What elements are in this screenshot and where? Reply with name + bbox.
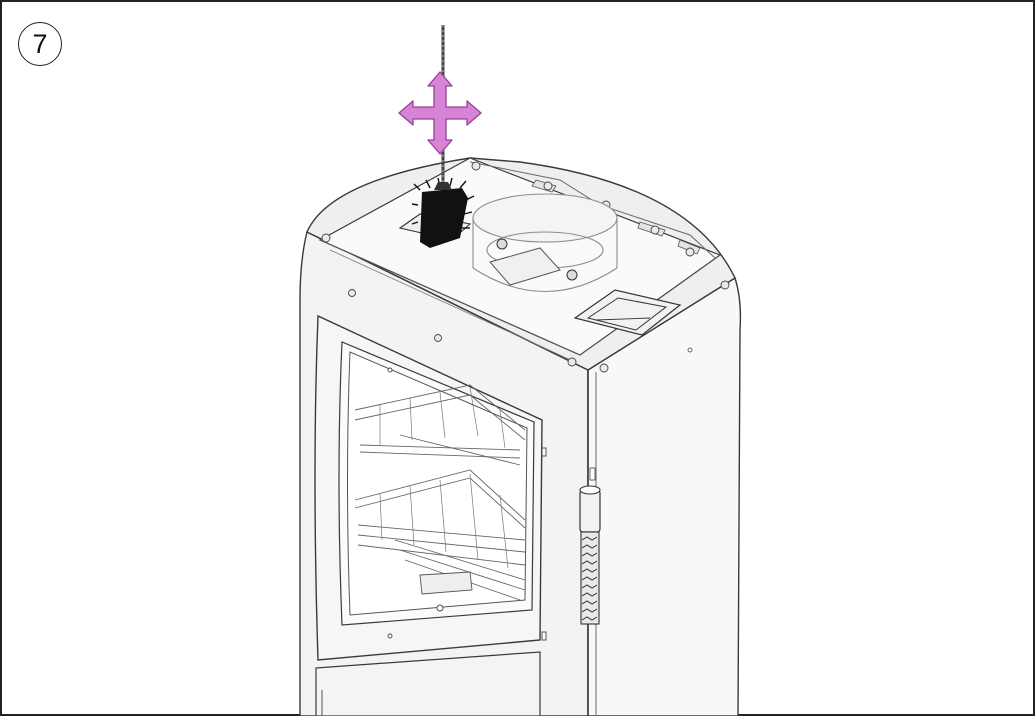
- flue-baffle: [489, 247, 561, 286]
- lower-compartment: [315, 651, 541, 716]
- handle-grip-pattern: [581, 536, 598, 621]
- step-number: 7: [32, 28, 48, 59]
- four-way-move-arrows-icon: [398, 71, 482, 155]
- top-inspection-opening: [573, 289, 682, 336]
- stove-right-panel: [587, 276, 742, 716]
- step-number-badge: 7: [18, 22, 62, 66]
- flue-collar: [472, 193, 618, 292]
- firebox-racks: [354, 384, 526, 601]
- brush-bristles: [420, 188, 468, 248]
- top-bolts: [321, 161, 730, 373]
